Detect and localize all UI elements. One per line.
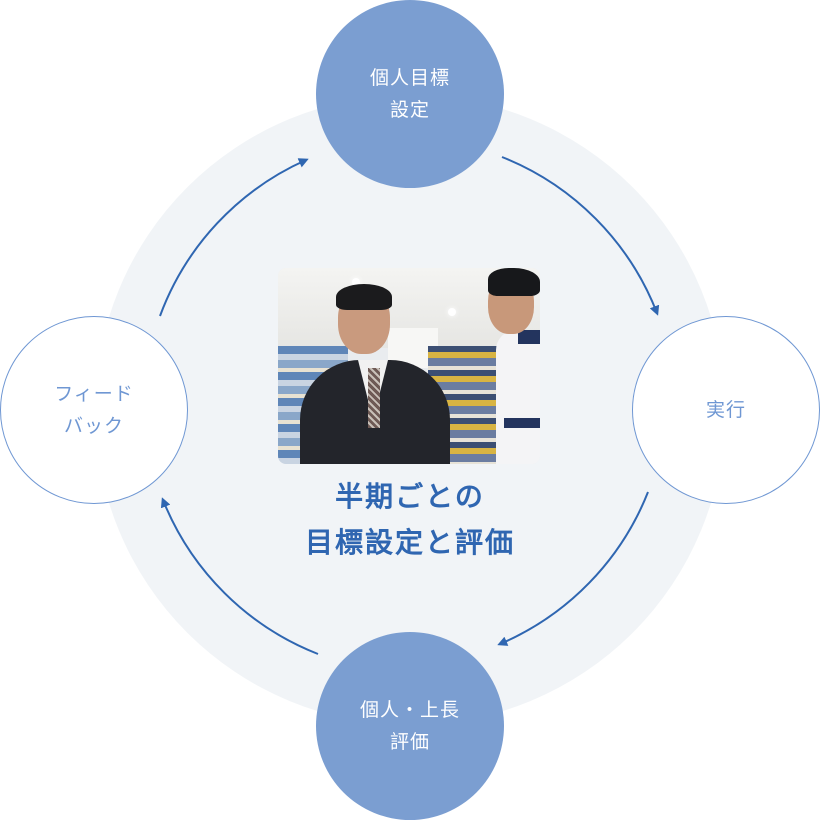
node-label-line: フィード [54, 383, 134, 405]
node-goal-setting: 個人目標 設定 [316, 0, 504, 188]
node-execution: 実行 [632, 316, 820, 504]
center-title: 半期ごとの 目標設定と評価 [260, 474, 560, 566]
center-title-line: 目標設定と評価 [304, 526, 515, 559]
node-label-line: 個人・上長 [359, 699, 460, 721]
node-label-line: 設定 [389, 99, 430, 121]
node-label-line: 実行 [705, 399, 746, 421]
node-evaluation: 個人・上長 評価 [316, 632, 504, 820]
arrow-top-to-right [501, 156, 660, 316]
arrow-right-to-bottom [497, 491, 649, 646]
center-photo [278, 268, 540, 464]
center-title-line: 半期ごとの [335, 480, 485, 513]
arrow-bottom-to-left [160, 497, 319, 655]
node-label-line: 評価 [389, 731, 430, 753]
node-label-line: 個人目標 [369, 67, 450, 89]
arrow-left-to-top [159, 158, 309, 317]
node-feedback: フィード バック [0, 316, 188, 504]
node-label-line: バック [63, 415, 124, 437]
